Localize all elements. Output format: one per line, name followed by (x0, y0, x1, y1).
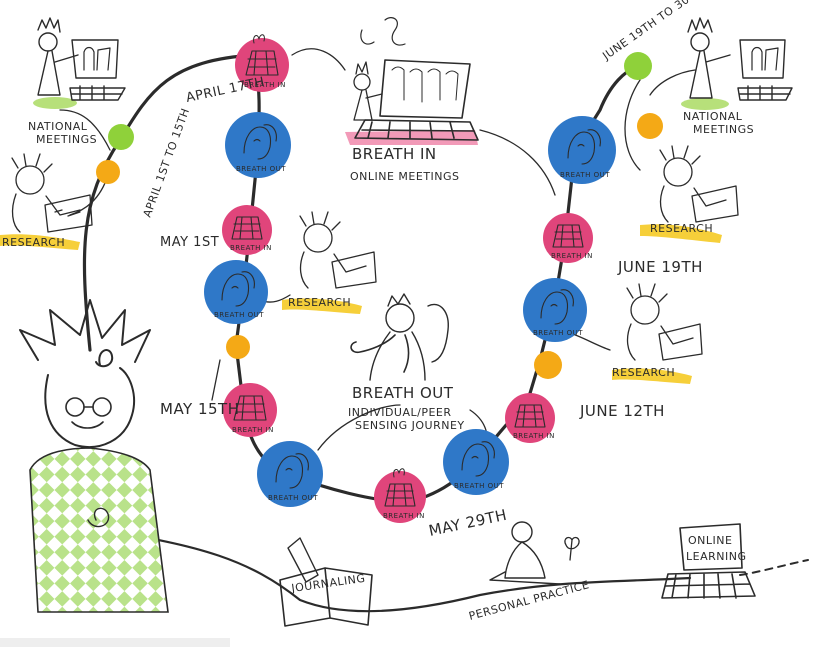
main-character (19, 299, 169, 613)
date-may-15: MAY 15TH (160, 400, 240, 418)
orange-milestone-dot (226, 335, 250, 359)
online-meetings-label: ONLINE MEETINGS (350, 170, 460, 183)
bottom-strip (0, 638, 230, 647)
date-may-29: MAY 29TH (427, 506, 509, 540)
connector-line (59, 109, 111, 151)
connector-line (479, 129, 556, 196)
online-learning-laptop (661, 523, 756, 599)
connector-line (317, 404, 401, 451)
orange-milestone-dot (534, 351, 562, 379)
breath-in-circle: BREATH IN (222, 205, 272, 255)
breath-out-circle-label: BREATH OUT (268, 494, 318, 502)
peer-journey-label-2: SENSING JOURNEY (355, 419, 465, 432)
bottom-path (98, 528, 692, 613)
checkered-shirt (29, 447, 169, 613)
national-meetings-label-left-2: MEETINGS (36, 133, 97, 146)
research-label-mid-right: RESEARCH (612, 366, 675, 379)
national-meetings-figure-left (33, 17, 126, 109)
breath-in-circle-label: BREATH IN (244, 81, 286, 89)
personal-practice-label: PERSONAL PRACTICE (467, 578, 590, 623)
national-meetings-label-right-2: MEETINGS (693, 123, 754, 136)
research-figure-mid-left (282, 211, 377, 314)
breath-in-circle-label: BREATH IN (551, 252, 593, 260)
breath-in-circle-label: BREATH IN (232, 426, 274, 434)
breath-in-circle-label: BREATH IN (513, 432, 555, 440)
research-figure-mid-right (612, 283, 703, 384)
online-learning-label-1: ONLINE (688, 534, 732, 547)
date-june-12: JUNE 12TH (579, 402, 665, 420)
breath-in-circle-label: BREATH IN (383, 512, 425, 520)
breath-out-title: BREATH OUT (352, 384, 454, 402)
personal-practice-figure (489, 521, 580, 585)
research-label-left: RESEARCH (2, 236, 65, 249)
breath-in-circle: BREATH IN (235, 34, 289, 92)
national-meetings-label-right-1: NATIONAL (683, 110, 743, 123)
breath-out-circle: BREATH OUT (523, 278, 587, 342)
connector-line (649, 69, 696, 96)
research-label-mid-left: RESEARCH (288, 296, 351, 309)
breath-out-circle: BREATH OUT (204, 260, 268, 324)
connector-line (211, 359, 221, 401)
green-milestone-dot (108, 124, 134, 150)
date-range-april: APRIL 1ST TO 15TH (141, 106, 193, 219)
breath-out-circle: BREATH OUT (225, 112, 291, 178)
online-learning-label-2: LEARNING (686, 550, 746, 563)
breath-out-circle-label: BREATH OUT (560, 171, 610, 179)
national-meetings-figure-right (681, 17, 793, 110)
journaling-notebook (279, 537, 373, 627)
peer-sensing-figures (350, 293, 449, 381)
breath-in-circle: BREATH IN (374, 468, 426, 523)
breath-out-circle: BREATH OUT (443, 429, 509, 495)
breath-out-circle: BREATH OUT (548, 116, 616, 184)
breath-in-circle: BREATH IN (505, 393, 555, 443)
breath-out-circle: BREATH OUT (257, 441, 323, 507)
breath-out-circle-label: BREATH OUT (214, 311, 264, 319)
research-figure-right-top (640, 145, 739, 243)
breath-in-circle: BREATH IN (543, 213, 593, 263)
green-milestone-dot (624, 52, 652, 80)
breath-out-circle-label: BREATH OUT (533, 329, 583, 337)
breath-in-circle: BREATH IN (223, 383, 277, 437)
date-may-1: MAY 1ST (160, 235, 219, 250)
date-range-june: JUNE 19TH TO 30TH (599, 0, 705, 63)
breath-in-title: BREATH IN (352, 145, 437, 163)
breath-out-circle-label: BREATH OUT (236, 165, 286, 173)
connector-line (624, 79, 641, 171)
bottom-path-dashed (739, 559, 809, 576)
orange-milestone-dot (96, 160, 120, 184)
breath-out-circle-label: BREATH OUT (454, 482, 504, 490)
national-meetings-label-left-1: NATIONAL (28, 120, 88, 133)
online-meetings-laptop (345, 17, 479, 145)
peer-journey-label-1: INDIVIDUAL/PEER (348, 406, 452, 419)
connector-line (291, 48, 346, 71)
orange-milestone-dot (637, 113, 663, 139)
date-april-17: APRIL 17TH (185, 75, 267, 106)
research-figure-left (0, 153, 93, 250)
date-june-19: JUNE 19TH (617, 258, 703, 276)
breath-in-circle-label: BREATH IN (230, 244, 272, 252)
research-label-right-top: RESEARCH (650, 222, 713, 235)
